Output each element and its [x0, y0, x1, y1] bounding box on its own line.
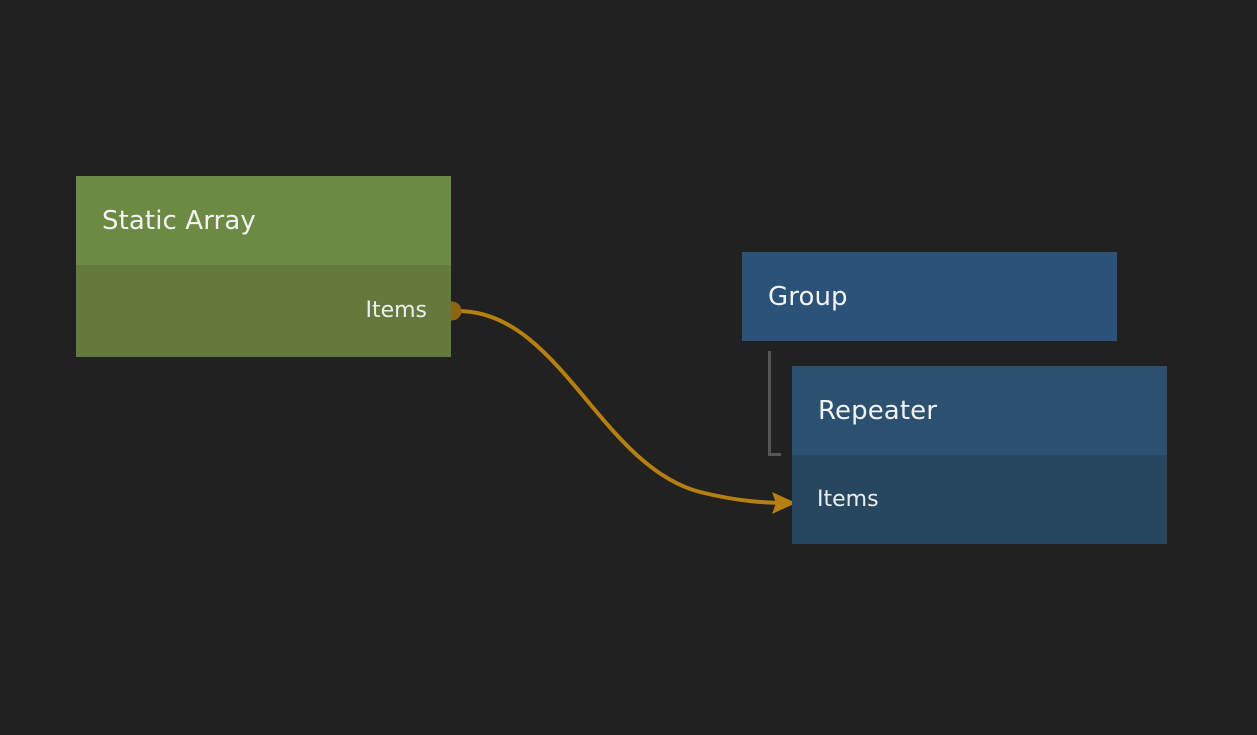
node-group[interactable]: Group [742, 252, 1117, 341]
node-static-array-body: Items [76, 265, 451, 357]
input-port-items-label: Items [817, 486, 879, 512]
node-static-array[interactable]: Static Array Items [76, 176, 451, 357]
connection-wire-items[interactable] [456, 309, 792, 505]
node-static-array-title: Static Array [102, 205, 256, 236]
input-port-items[interactable]: Items [792, 455, 1167, 544]
node-group-title: Group [768, 281, 848, 312]
node-static-array-header[interactable]: Static Array [76, 176, 451, 265]
hierarchy-connector-group-repeater [768, 351, 781, 456]
node-repeater-header[interactable]: Repeater [792, 366, 1167, 455]
node-repeater[interactable]: Repeater Items [792, 366, 1167, 544]
output-port-items-label: Items [365, 298, 427, 323]
output-port-items[interactable]: Items [76, 265, 451, 357]
node-group-header[interactable]: Group [742, 252, 1117, 341]
node-repeater-body: Items [792, 455, 1167, 544]
node-repeater-title: Repeater [818, 395, 938, 426]
